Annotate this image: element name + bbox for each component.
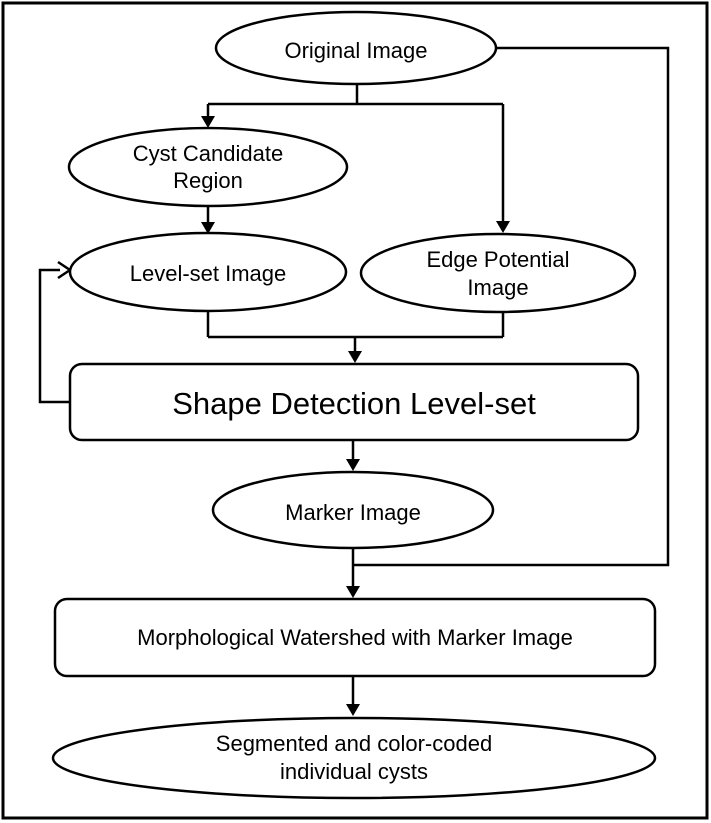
- node-watershed-shape: [53, 597, 657, 678]
- arrowhead-marker: [346, 459, 360, 471]
- connector-feedback-loop: [38, 268, 70, 404]
- node-edge-potential: Edge Potential Image: [359, 232, 637, 314]
- node-watershed-label: Morphological Watershed with Marker Imag…: [137, 625, 573, 650]
- node-watershed: Morphological Watershed with Marker Imag…: [53, 597, 657, 678]
- node-shape-detection-shape: [68, 362, 640, 442]
- node-segmented-line-1: Segmented and color-coded: [216, 731, 492, 756]
- node-marker-image-label: Marker Image: [285, 500, 421, 525]
- node-cyst-candidate: Cyst Candidate Region: [67, 126, 349, 208]
- node-cyst-candidate-line-2: Region: [173, 168, 243, 193]
- node-level-set-image-shape: [68, 231, 348, 313]
- node-segmented-shape: [51, 716, 657, 800]
- node-level-set-image: Level-set Image: [68, 231, 348, 313]
- arrowhead-cyst-candidate: [201, 116, 215, 128]
- arrowhead-segmented: [346, 704, 360, 716]
- node-segmented: Segmented and color-coded individual cys…: [51, 716, 657, 800]
- arrowhead-shape-detection: [348, 351, 362, 363]
- node-cyst-candidate-shape: [67, 126, 349, 208]
- node-edge-potential-line-1: Edge Potential: [426, 247, 569, 272]
- node-edge-potential-line-2: Image: [467, 275, 528, 300]
- arrowhead-watershed: [346, 586, 360, 598]
- node-shape-detection: Shape Detection Level-set: [68, 362, 640, 442]
- node-level-set-image-label: Level-set Image: [130, 261, 287, 286]
- node-original-image-label: Original Image: [284, 38, 427, 63]
- connectors: [38, 46, 670, 716]
- node-original-image-shape: [214, 10, 498, 86]
- node-segmented-line-2: individual cysts: [280, 759, 428, 784]
- arrowhead-edge-potential: [496, 221, 510, 233]
- node-edge-potential-shape: [359, 232, 637, 314]
- node-shape-detection-label: Shape Detection Level-set: [172, 386, 536, 421]
- node-marker-image: Marker Image: [211, 470, 495, 550]
- connector-original-bypass: [353, 46, 670, 567]
- node-cyst-candidate-line-1: Cyst Candidate: [133, 141, 283, 166]
- node-marker-image-shape: [211, 470, 495, 550]
- arrowhead-levelset: [201, 222, 215, 234]
- node-original-image: Original Image: [214, 10, 498, 86]
